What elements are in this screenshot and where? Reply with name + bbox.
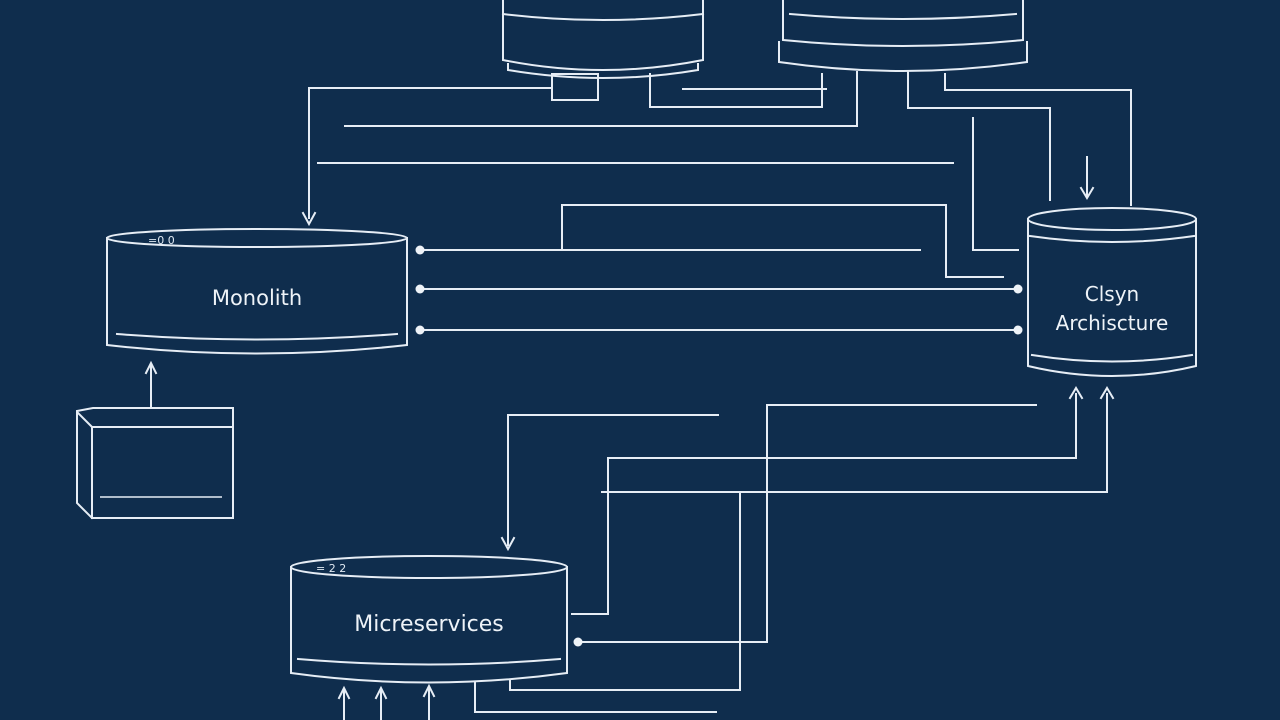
- microservices-label: Micreservices: [354, 612, 504, 637]
- monolith-node: =0 0 Monolith: [106, 228, 408, 355]
- microservices-node: = 2 2 Micreservices: [290, 555, 568, 684]
- top-right-database: [778, 0, 1028, 72]
- client-box: [76, 407, 234, 520]
- microservices-tag: = 2 2: [316, 562, 346, 575]
- cloud-label-line1: Clsyn: [1085, 282, 1139, 306]
- cloud-architecture-node: Clsyn Archiscture: [1027, 207, 1197, 377]
- monolith-label: Monolith: [212, 286, 302, 310]
- lower-connectors: [337, 386, 1115, 720]
- top-connectors: [301, 71, 1132, 251]
- cloud-label-line2: Archiscture: [1056, 311, 1169, 335]
- middle-connectors: [144, 204, 1023, 409]
- monolith-tag: =0 0: [148, 234, 175, 247]
- top-left-database: [501, 0, 705, 101]
